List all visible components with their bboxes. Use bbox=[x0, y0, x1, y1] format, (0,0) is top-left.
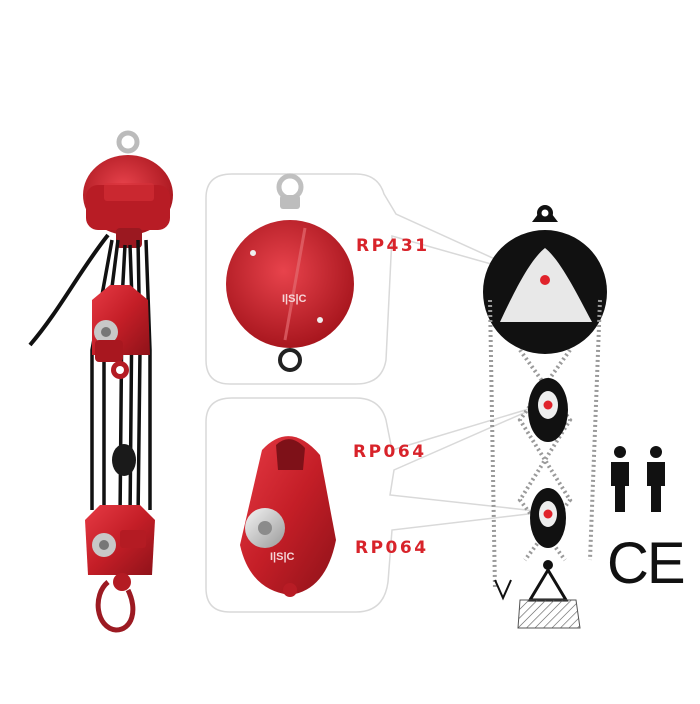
two-persons-icon bbox=[611, 446, 665, 512]
schematic-diagram bbox=[483, 205, 607, 629]
pulley-system-photo bbox=[28, 130, 173, 633]
svg-text:I|S|C: I|S|C bbox=[270, 551, 295, 563]
rp431-label: RP431 bbox=[356, 236, 430, 256]
svg-text:I|S|C: I|S|C bbox=[282, 293, 307, 305]
rp064-lower-label: RP064 bbox=[355, 538, 429, 558]
callout-rp064: I|S|C bbox=[205, 397, 546, 613]
callout-rp431: I|S|C bbox=[205, 173, 531, 385]
rp064-upper-label: RP064 bbox=[353, 442, 427, 462]
ce-mark: CE bbox=[607, 531, 686, 596]
